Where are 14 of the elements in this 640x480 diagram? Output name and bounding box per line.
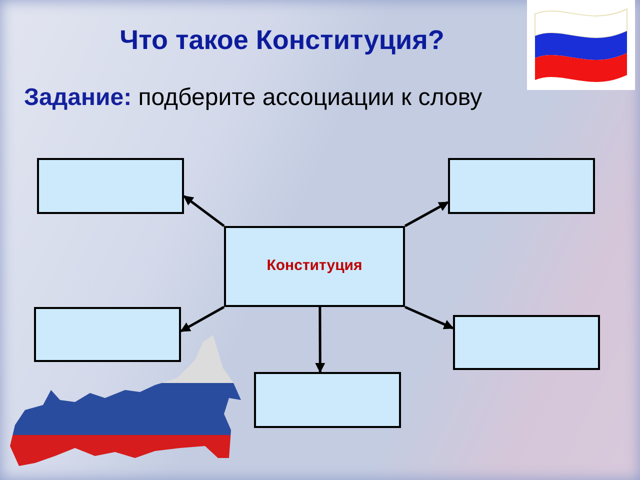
concept-text: Конституция bbox=[266, 257, 362, 276]
answer-box bbox=[448, 158, 595, 214]
answer-box bbox=[453, 315, 600, 370]
task-text: Задание: подберите ассоциации к слову bbox=[24, 83, 482, 113]
arrow bbox=[404, 201, 449, 228]
arrow bbox=[180, 306, 225, 332]
arrow bbox=[315, 307, 326, 373]
title: Что такое Конституция? bbox=[120, 24, 444, 57]
arrow bbox=[404, 306, 454, 330]
arrow bbox=[183, 195, 225, 227]
answer-box bbox=[34, 307, 181, 362]
answer-box bbox=[254, 372, 401, 428]
concept-box bbox=[224, 226, 405, 307]
answer-box bbox=[37, 158, 184, 214]
